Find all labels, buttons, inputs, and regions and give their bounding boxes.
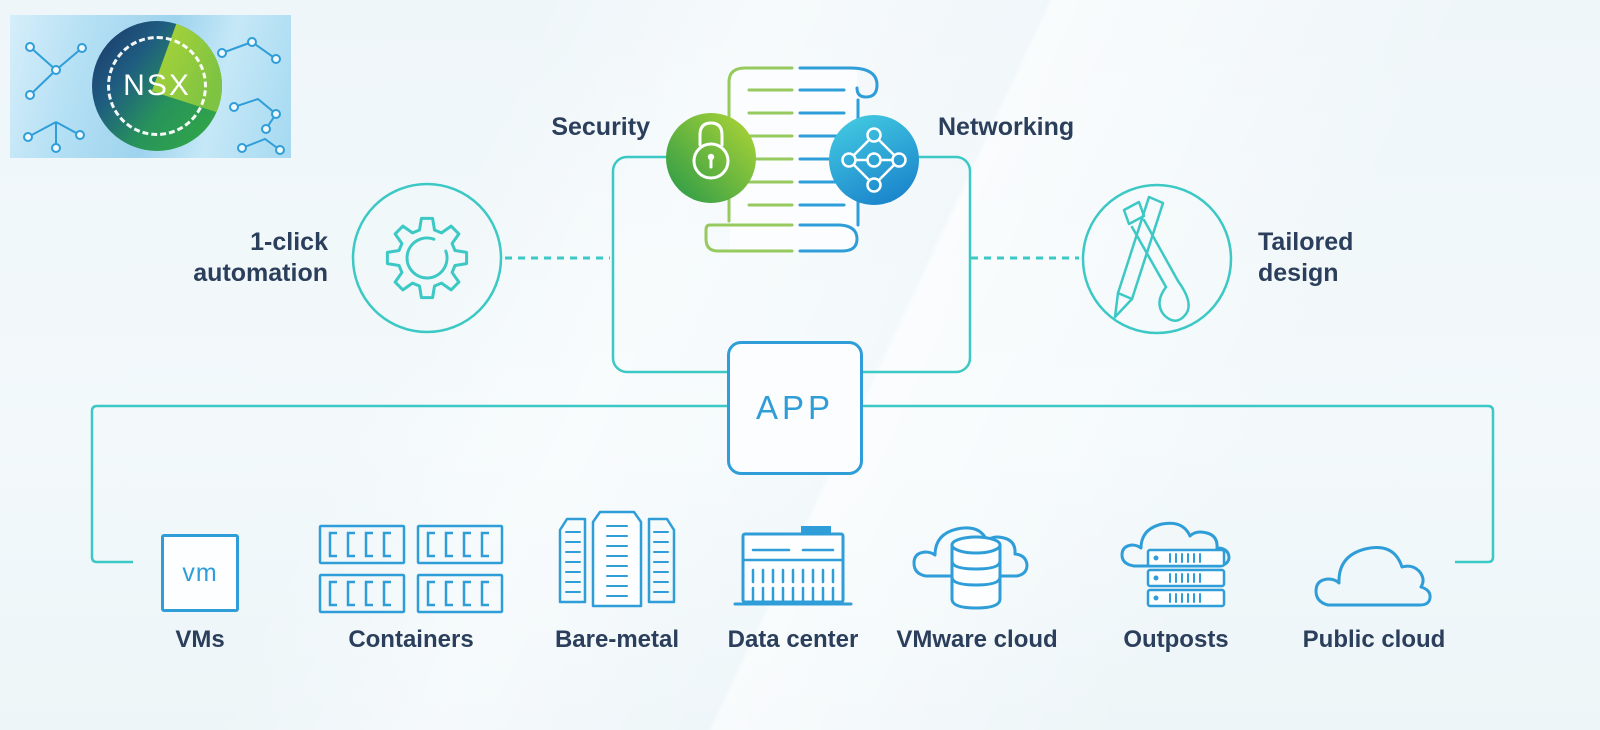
bare-metal-servers-icon xyxy=(558,510,676,608)
platform-containers: Containers xyxy=(316,500,506,654)
automation-circle xyxy=(351,182,503,334)
cloud-icon xyxy=(1314,546,1432,607)
platform-public-cloud: Public cloud xyxy=(1279,500,1469,654)
network-nodes-icon xyxy=(841,127,907,193)
vm-square-text: vm xyxy=(182,558,218,587)
design-circle xyxy=(1081,183,1233,335)
cloud-database-icon xyxy=(912,526,1029,610)
gear-icon xyxy=(385,216,469,300)
networking-label: Networking xyxy=(938,113,1075,141)
platform-vms: vm VMs xyxy=(105,500,295,654)
platform-label-vms: VMs xyxy=(175,626,225,653)
nsx-logo-dashed-ring xyxy=(107,36,207,136)
platform-bare-metal: Bare-metal xyxy=(522,500,712,654)
automation-label: 1-click automation xyxy=(193,228,328,287)
networking-badge xyxy=(829,115,919,205)
design-feature xyxy=(1081,183,1233,335)
data-center-building-icon xyxy=(733,526,853,606)
platform-label-bare-metal: Bare-metal xyxy=(554,626,680,653)
vm-square-icon: vm xyxy=(161,500,239,612)
platform-label-outposts: Outposts xyxy=(1123,626,1229,653)
lock-icon xyxy=(692,121,730,180)
pencil-and-brush-icon xyxy=(1113,195,1190,322)
app-label: APP xyxy=(755,389,835,426)
cloud-servers-icon xyxy=(1120,521,1231,608)
security-badge xyxy=(666,113,756,203)
nsx-logo-text: NSX xyxy=(123,69,191,102)
platform-outposts: Outposts xyxy=(1081,500,1271,654)
platform-label-vmware-cloud: VMware cloud xyxy=(896,626,1058,653)
nsx-logo-banner: NSX xyxy=(10,15,291,158)
app-box: APP xyxy=(727,341,863,475)
platform-vmware-cloud: VMware cloud xyxy=(882,500,1072,654)
platform-data-center: Data center xyxy=(698,500,888,654)
platform-label-containers: Containers xyxy=(348,626,474,653)
nsx-logo-sphere: NSX xyxy=(92,21,222,151)
platform-label-data-center: Data center xyxy=(727,626,859,653)
security-label: Security xyxy=(551,113,650,141)
design-label: Tailored design xyxy=(1258,228,1354,287)
platform-label-public-cloud: Public cloud xyxy=(1302,626,1446,653)
scroll-left-half xyxy=(704,66,794,253)
automation-feature xyxy=(351,182,503,334)
